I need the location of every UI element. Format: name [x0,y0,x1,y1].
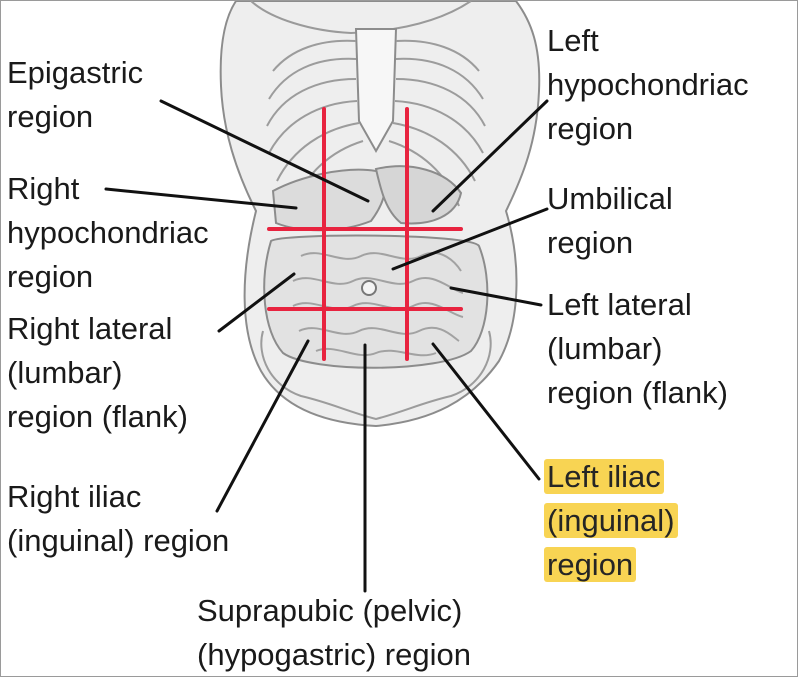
label-line: (hypogastric) region [197,637,471,672]
label-epigastric-region: Epigastric region [7,51,143,139]
label-line: (lumbar) [547,331,663,366]
label-line: region (flank) [7,399,188,434]
label-umbilical-region: Umbilical region [547,177,673,265]
label-line: Right iliac [7,479,142,514]
label-line: (lumbar) [7,355,123,390]
label-line: (inguinal) [544,499,678,543]
leader-left-hypochondriac [431,99,549,213]
leader-right-hypochondriac [104,187,298,210]
label-line: Left iliac [544,455,678,499]
collar-line [250,1,472,35]
label-line: hypochondriac [547,67,749,102]
label-left-lateral-region: Left lateral (lumbar) region (flank) [547,283,728,415]
label-line: region [547,225,634,260]
sternum [354,28,398,154]
label-line: region [7,99,94,134]
leader-left-lateral [449,286,543,307]
label-left-iliac-region: Left iliac (inguinal) region [544,455,678,587]
pelvis [260,330,492,421]
leader-right-lateral [217,272,296,333]
label-line: region [547,111,634,146]
label-right-lateral-region: Right lateral (lumbar) region (flank) [7,307,188,439]
label-line: Left [547,23,599,58]
label-line: region [544,543,678,587]
highlighted-text: region [544,547,637,582]
label-right-hypochondriac-region: Right hypochondriac region [7,167,209,299]
label-line: hypochondriac [7,215,209,250]
label-line: Right [7,171,80,206]
label-line: Epigastric [7,55,144,90]
leader-epigastric [159,99,370,203]
label-line: region (flank) [547,375,728,410]
leader-right-iliac [215,339,310,513]
large-intestine [263,234,489,369]
label-line: Suprapubic (pelvic) [197,593,463,628]
highlighted-text: Left iliac [544,459,664,494]
label-left-hypochondriac-region: Left hypochondriac region [547,19,749,151]
highlighted-text: (inguinal) [544,503,678,538]
leader-lines [104,99,549,593]
leader-umbilical [391,207,549,271]
label-line: Umbilical [547,181,673,216]
label-line: Left lateral [547,287,692,322]
label-suprapubic-region: Suprapubic (pelvic) (hypogastric) region [197,589,471,676]
label-line: (inguinal) region [7,523,230,558]
label-line: region [7,259,94,294]
small-intestine [292,252,464,357]
leader-left-iliac [431,342,541,481]
stomach [374,165,463,225]
label-line: Right lateral [7,311,173,346]
label-right-iliac-region: Right iliac (inguinal) region [7,475,229,563]
navel [361,280,377,296]
region-grid [267,107,463,361]
